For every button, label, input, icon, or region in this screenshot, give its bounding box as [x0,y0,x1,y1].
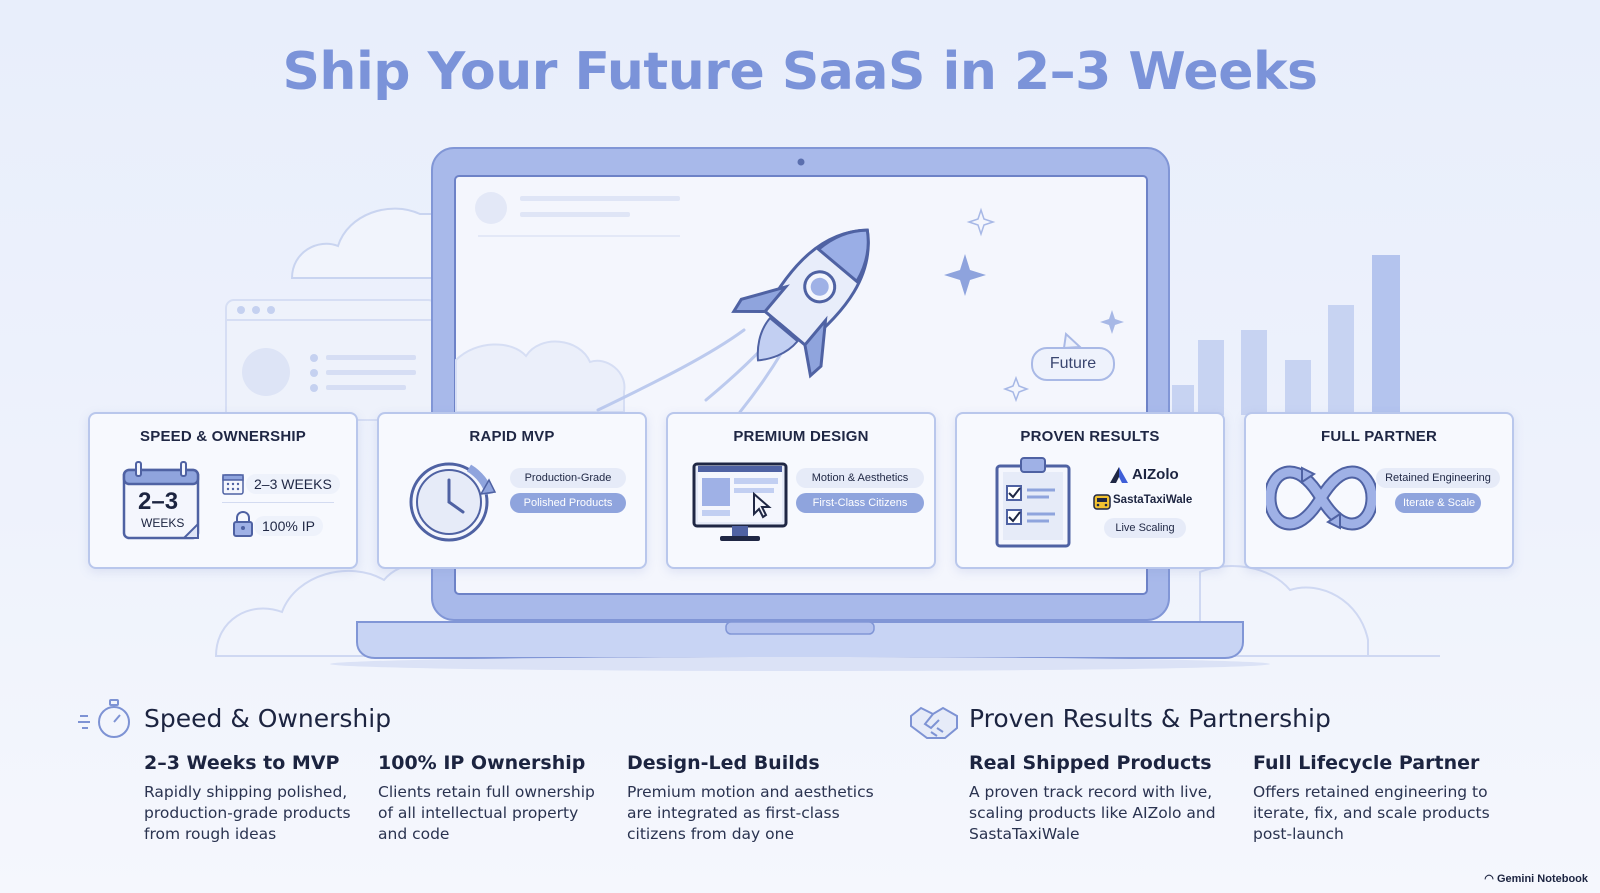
card-title: PROVEN RESULTS [1020,428,1160,445]
aizolo-logo-icon [1110,467,1128,483]
background-bars [1172,255,1400,415]
col-body: Clients retain full ownership of all int… [378,783,595,843]
calendar-word: WEEKS [141,516,185,530]
taxi-icon [1093,494,1111,510]
calendar-icon [122,461,200,540]
lock-icon [233,511,253,537]
section-heading-speed: Speed & Ownership [144,704,392,733]
clipboard-checklist-icon [995,457,1071,548]
card-title: FULL PARTNER [1320,428,1437,445]
card-speed-ownership: SPEED & OWNERSHIP 2–3 WEEKS 2–3 WEEKS 10… [88,412,358,569]
col-title: 2–3 Weeks to MVP [144,752,340,774]
card-proven-results: PROVEN RESULTS AIZolo SastaTaxiWale Live… [955,412,1225,569]
card-premium-design: PREMIUM DESIGN Motion & Aesthetics First… [666,412,936,569]
clock-refresh-icon [409,462,497,542]
screen-wireframe [475,192,680,237]
col-body: Premium motion and aesthetics are integr… [627,783,874,843]
stopwatch-icon [78,699,130,738]
card-full-partner: FULL PARTNER Retained Engineering Iterat… [1244,412,1514,569]
pill-production-grade: Production-Grade [510,468,626,488]
rocket-icon [731,228,870,379]
pill-polished-products: Polished Products [510,493,626,513]
infinity-cycle-icon [1266,465,1376,531]
screen-cloud [455,340,626,413]
col-title: Full Lifecycle Partner [1253,752,1480,774]
page-title: Ship Your Future SaaS in 2–3 Weeks [282,42,1318,102]
cloud-left-top [290,207,471,279]
section-heading-results: Proven Results & Partnership [969,704,1331,733]
sparkle-icon [944,254,986,296]
divider [222,502,334,503]
future-bubble: Future [1031,347,1115,381]
col-title: Real Shipped Products [969,752,1212,774]
sparkle-small-icon [966,207,1030,403]
ip-label: 100% IP [254,516,323,536]
brand-aizolo: AIZolo [1132,466,1179,483]
col-title: 100% IP Ownership [378,752,586,774]
card-rapid-mvp: RAPID MVP Production-Grade Polished Prod… [377,412,647,569]
footer-brand: ◠ Gemini Notebook [1484,872,1588,885]
footer-label: Gemini Notebook [1496,873,1588,885]
card-title: PREMIUM DESIGN [733,428,869,445]
calendar-number: 2–3 [138,488,179,515]
sparkle-right-icon [1100,310,1124,334]
mini-calendar-icon [222,474,244,495]
pill-first-class-citizens: First-Class Citizens [796,493,924,513]
handshake-icon [910,706,958,739]
col-body: Rapidly shipping polished, production-gr… [144,783,351,843]
notebook-logo-icon: ◠ [1484,873,1494,885]
pill-live-scaling: Live Scaling [1104,518,1186,538]
background-window-mock [225,299,437,421]
card-title: SPEED & OWNERSHIP [140,428,306,445]
col-title: Design-Led Builds [627,752,820,774]
weeks-label: 2–3 WEEKS [246,474,340,494]
monitor-cursor-icon [692,462,788,541]
pill-retained-engineering: Retained Engineering [1376,468,1500,488]
brand-sastataxiwale: SastaTaxiWale [1113,494,1193,506]
col-body: Offers retained engineering to iterate, … [1253,783,1490,843]
col-body: A proven track record with live, scaling… [969,783,1216,843]
card-title: RAPID MVP [469,428,555,445]
pill-motion-aesthetics: Motion & Aesthetics [796,468,924,488]
pill-iterate-scale: Iterate & Scale [1395,493,1481,513]
